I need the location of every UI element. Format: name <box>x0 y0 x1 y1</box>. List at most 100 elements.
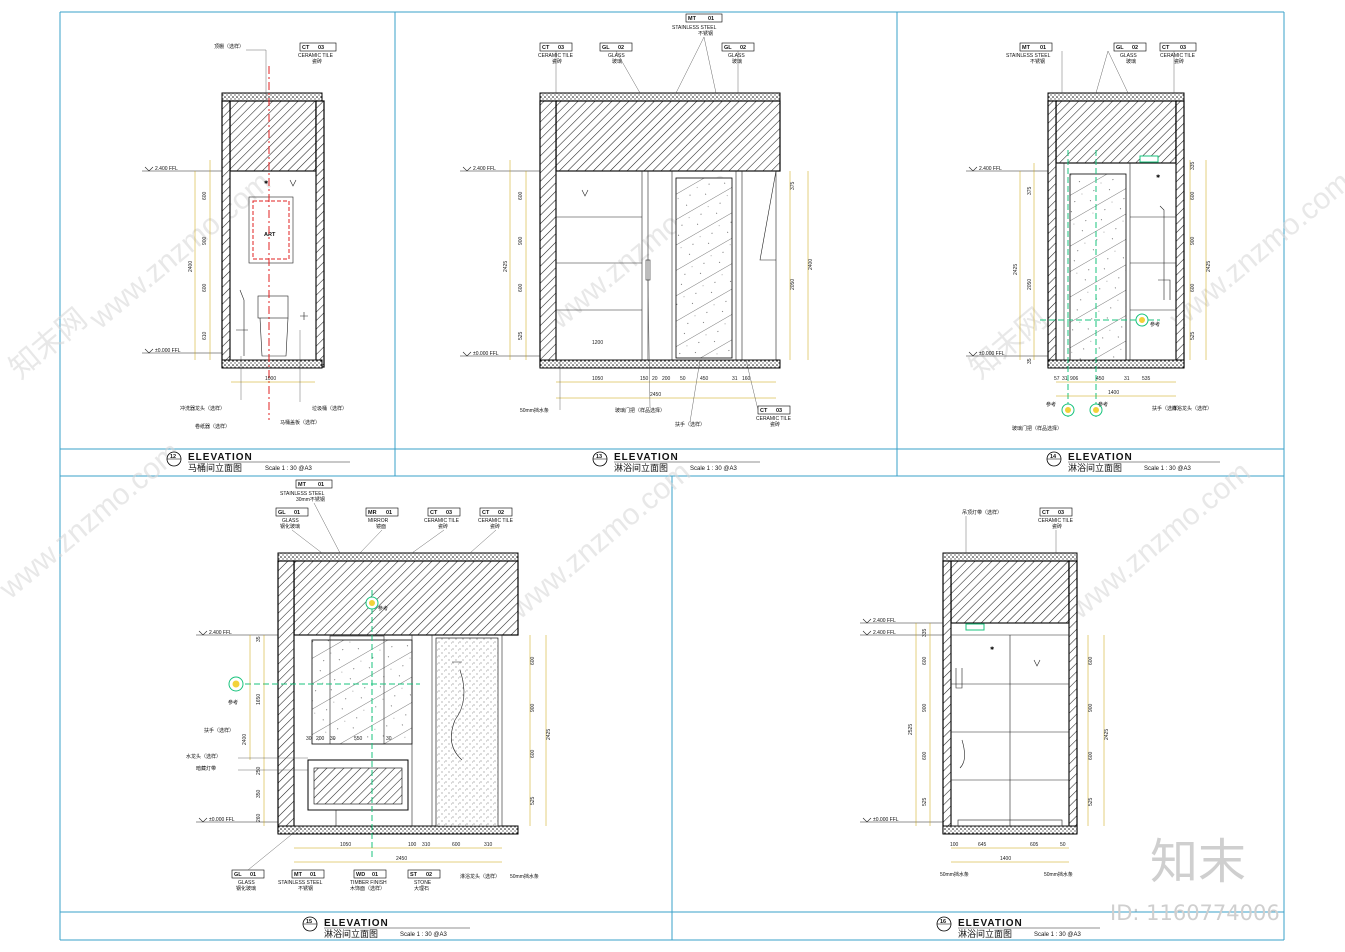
svg-text:12: 12 <box>170 454 176 460</box>
svg-text:MIRROR: MIRROR <box>368 518 389 524</box>
svg-text:GLASS: GLASS <box>608 53 625 59</box>
svg-text:2450: 2450 <box>396 856 407 862</box>
svg-text:玻璃门把（样品选择）: 玻璃门把（样品选择） <box>1012 425 1062 432</box>
svg-text:01: 01 <box>372 872 378 878</box>
svg-text:TIMBER FINISH: TIMBER FINISH <box>350 880 387 886</box>
svg-text:ELEVATION: ELEVATION <box>958 918 1023 929</box>
svg-text:镜面: 镜面 <box>376 523 386 530</box>
svg-text:1050: 1050 <box>592 376 603 382</box>
svg-text:CT: CT <box>1042 510 1050 516</box>
svg-text:GL: GL <box>724 45 732 51</box>
svg-text:900: 900 <box>1190 236 1196 245</box>
svg-text:卷纸器（选样）: 卷纸器（选样） <box>195 423 230 430</box>
svg-text:03: 03 <box>1058 510 1064 516</box>
level-marks: 2.400 FFL ±0.000 FFL <box>966 166 1048 357</box>
svg-text:Scale 1 : 30 @A3: Scale 1 : 30 @A3 <box>690 466 737 472</box>
svg-text:525: 525 <box>518 331 524 340</box>
svg-text:玻璃: 玻璃 <box>732 58 742 65</box>
svg-text:参考: 参考 <box>1046 401 1056 408</box>
svg-text:瓷砖: 瓷砖 <box>312 58 322 65</box>
svg-text:02: 02 <box>426 872 432 878</box>
svg-text:2400: 2400 <box>188 261 194 272</box>
level-marks: 2.400 FFL ±0.000 FFL <box>142 166 222 354</box>
svg-text:15: 15 <box>306 919 312 925</box>
svg-text:03: 03 <box>558 45 564 51</box>
svg-text:2.400 FFL: 2.400 FFL <box>873 618 896 624</box>
svg-text:瓷砖: 瓷砖 <box>438 523 448 530</box>
svg-text:50: 50 <box>680 376 686 382</box>
svg-text:淋浴间立面图: 淋浴间立面图 <box>324 928 378 939</box>
svg-text:01: 01 <box>386 510 392 516</box>
svg-text:01: 01 <box>294 510 300 516</box>
svg-text:2.400 FFL: 2.400 FFL <box>473 166 496 172</box>
svg-text:260: 260 <box>256 813 262 822</box>
svg-text:03: 03 <box>446 510 452 516</box>
svg-text:900: 900 <box>1088 703 1094 712</box>
svg-text:GLASS: GLASS <box>728 53 745 59</box>
svg-text:30: 30 <box>330 736 336 742</box>
svg-text:ELEVATION: ELEVATION <box>324 918 389 929</box>
svg-text:200: 200 <box>316 736 325 742</box>
svg-text:✱: ✱ <box>990 646 994 652</box>
svg-text:垃圾桶（选样）: 垃圾桶（选样） <box>312 405 347 412</box>
material-tags: MT 01 STAINLESS STEEL 30mm不锈钢 GL 01 GLAS… <box>231 479 514 892</box>
svg-text:2050: 2050 <box>790 279 796 290</box>
svg-text:MT: MT <box>1022 45 1031 51</box>
svg-text:GLASS: GLASS <box>1120 53 1137 59</box>
svg-text:50mm挡水条: 50mm挡水条 <box>940 871 969 878</box>
svg-text:STONE: STONE <box>414 880 432 886</box>
art-frame: ART <box>248 196 294 264</box>
svg-text:吊顶灯带（选样）: 吊顶灯带（选样） <box>962 509 1002 516</box>
svg-text:2.400 FFL: 2.400 FFL <box>155 166 178 172</box>
svg-text:900: 900 <box>518 236 524 245</box>
svg-text:瓷砖: 瓷砖 <box>1052 523 1062 530</box>
elevation-12: ART ✱ 2.400 FFL ±0.000 FFL 600 900 600 6… <box>142 42 350 473</box>
callouts: 吊顶灯带（选样） 50mm挡水条 50mm挡水条 <box>940 509 1073 878</box>
svg-text:610: 610 <box>202 331 208 340</box>
svg-text:玻璃门把（样品选择）: 玻璃门把（样品选择） <box>615 407 665 414</box>
svg-text:Scale 1 : 30 @A3: Scale 1 : 30 @A3 <box>1034 932 1081 938</box>
svg-text:GLASS: GLASS <box>282 518 299 524</box>
svg-text:30mm不锈钢: 30mm不锈钢 <box>296 496 325 503</box>
svg-text:01: 01 <box>1040 45 1046 51</box>
svg-text:50mm挡水条: 50mm挡水条 <box>510 873 539 880</box>
svg-text:02: 02 <box>498 510 504 516</box>
svg-text:30: 30 <box>386 736 392 742</box>
svg-text:100: 100 <box>950 842 959 848</box>
svg-text:知末网: 知末网 <box>3 302 93 385</box>
svg-text:310: 310 <box>422 842 431 848</box>
svg-text:600: 600 <box>518 191 524 200</box>
svg-text:2400: 2400 <box>242 734 248 745</box>
svg-text:1000: 1000 <box>265 376 276 382</box>
svg-text:350: 350 <box>256 789 262 798</box>
svg-text:03: 03 <box>776 408 782 414</box>
sheet-frame <box>59 11 1285 941</box>
svg-text:600: 600 <box>922 751 928 760</box>
svg-text:CT: CT <box>302 45 310 51</box>
svg-text:600: 600 <box>530 656 536 665</box>
svg-text:900: 900 <box>922 703 928 712</box>
svg-text:2425: 2425 <box>1013 264 1019 275</box>
svg-text:2400: 2400 <box>808 259 814 270</box>
svg-text:375: 375 <box>790 181 796 190</box>
svg-text:13: 13 <box>596 454 602 460</box>
svg-text:01: 01 <box>708 16 714 22</box>
svg-text:www.znzmo.com: www.znzmo.com <box>0 435 187 606</box>
svg-text:335: 335 <box>922 628 928 637</box>
svg-text:02: 02 <box>618 45 624 51</box>
svg-text:900: 900 <box>530 703 536 712</box>
svg-text:瓷砖: 瓷砖 <box>552 58 562 65</box>
svg-text:www.znzmo.com: www.znzmo.com <box>503 455 697 626</box>
svg-text:906: 906 <box>1070 376 1079 382</box>
svg-text:600: 600 <box>1190 283 1196 292</box>
svg-text:GL: GL <box>1116 45 1124 51</box>
svg-text:CERAMIC TILE: CERAMIC TILE <box>538 53 574 59</box>
svg-text:大理石: 大理石 <box>414 885 429 892</box>
svg-text:535: 535 <box>1142 376 1151 382</box>
svg-text:1400: 1400 <box>1000 856 1011 862</box>
svg-text:03: 03 <box>318 45 324 51</box>
svg-text:35: 35 <box>256 636 262 642</box>
svg-text:Scale 1 : 30 @A3: Scale 1 : 30 @A3 <box>265 466 312 472</box>
svg-text:2425: 2425 <box>1104 729 1110 740</box>
svg-text:600: 600 <box>202 283 208 292</box>
